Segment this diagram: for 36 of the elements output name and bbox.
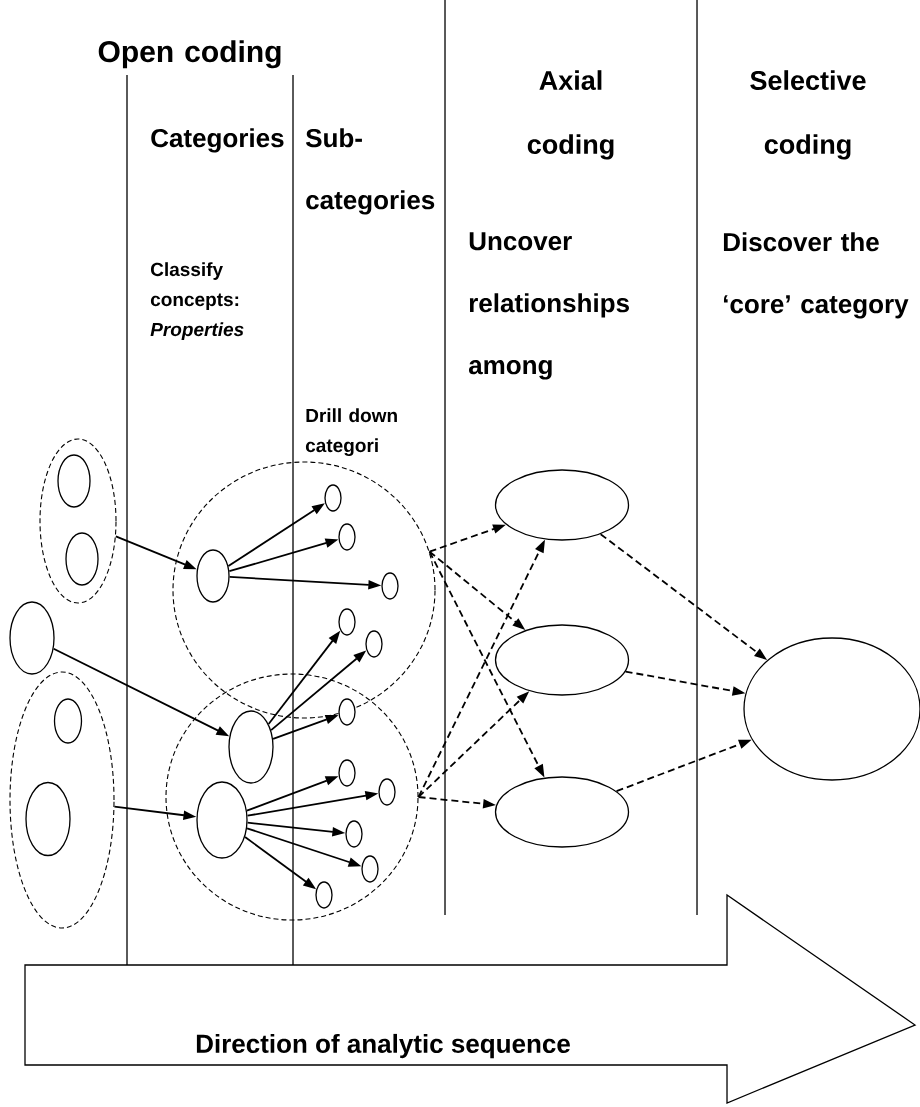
column-heading: Categories <box>151 128 284 153</box>
concept-ellipse <box>494 469 630 541</box>
concept-ellipse <box>345 820 363 848</box>
concept-ellipse <box>228 710 274 784</box>
concept-ellipse <box>315 881 333 909</box>
section-title: Open coding <box>98 40 281 69</box>
concept-ellipse <box>196 549 230 603</box>
column-description: Discover the ‘core’ category <box>723 232 909 319</box>
concept-ellipse <box>338 759 356 787</box>
group-outline <box>9 671 115 929</box>
concept-ellipse <box>53 698 83 744</box>
group-outline <box>39 438 117 604</box>
node-label: Direction of analytic sequence <box>196 1033 570 1059</box>
group-outline <box>165 673 419 921</box>
concept-ellipse <box>338 523 356 551</box>
concept-ellipse <box>65 532 99 586</box>
column-description: Uncover relationships among <box>469 232 629 380</box>
concept-ellipse <box>494 624 630 696</box>
column-heading: Selective coding <box>750 70 866 160</box>
concept-ellipse <box>196 781 248 859</box>
column-description: Drill down categori <box>305 408 397 456</box>
concept-ellipse <box>338 698 356 726</box>
concept-ellipse <box>338 608 356 636</box>
concept-ellipse <box>57 454 91 508</box>
concept-ellipse <box>494 776 630 848</box>
concept-ellipse <box>381 572 399 600</box>
concept-ellipse <box>361 855 379 883</box>
column-heading: Axial coding <box>527 70 614 160</box>
concept-ellipse <box>25 781 71 857</box>
concept-ellipse <box>324 484 342 512</box>
concept-ellipse <box>378 778 396 806</box>
concept-ellipse <box>9 601 55 675</box>
group-outline <box>172 461 436 719</box>
concept-ellipse <box>365 630 383 658</box>
column-heading: Sub-categories <box>305 128 435 215</box>
column-description: Classify concepts: Properties <box>150 262 244 340</box>
